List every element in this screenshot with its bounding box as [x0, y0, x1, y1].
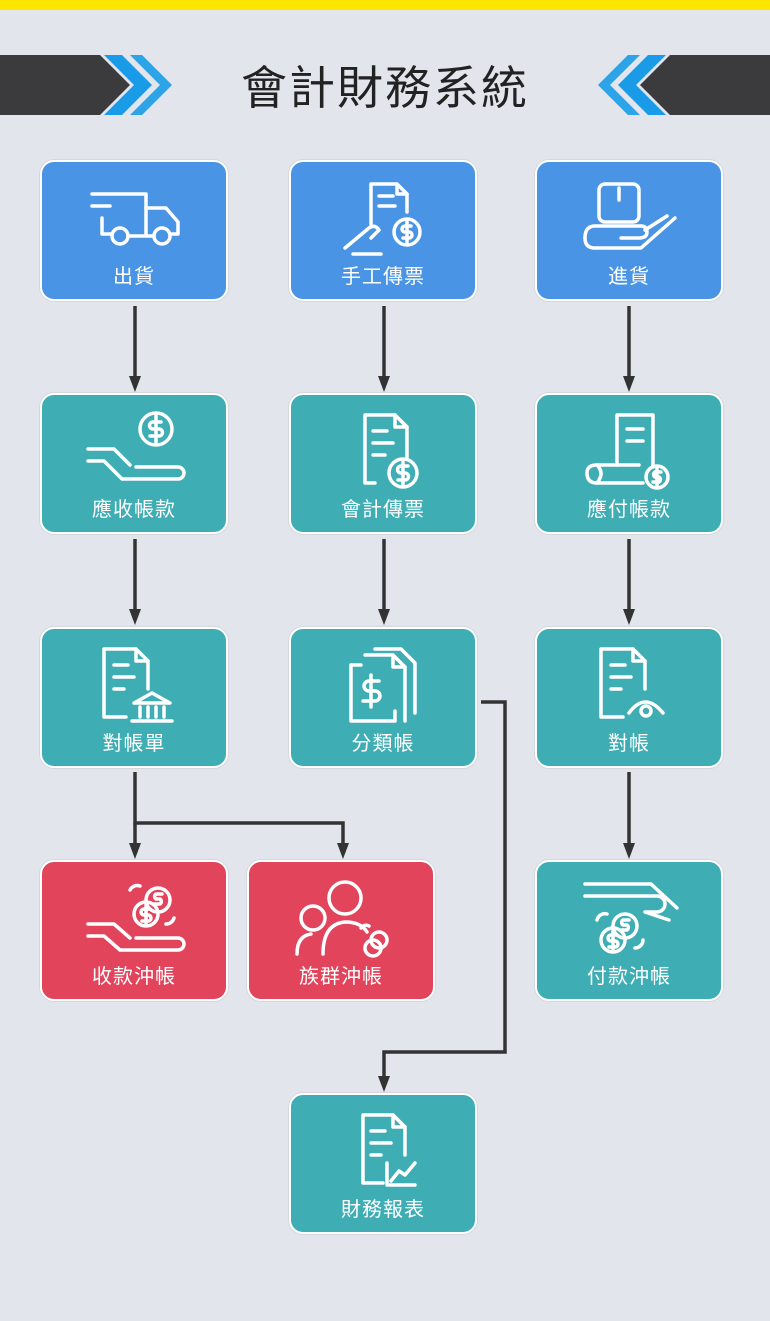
documents-dollar-icon — [349, 647, 417, 723]
node-ledger[interactable]: 分類帳 — [289, 627, 477, 768]
node-label: 對帳單 — [102, 731, 166, 755]
node-label: 分類帳 — [351, 731, 415, 755]
node-label: 付款沖帳 — [587, 964, 671, 988]
hand-coin-icon — [86, 411, 186, 481]
node-label: 出貨 — [113, 264, 155, 288]
node-financial-report[interactable]: 財務報表 — [289, 1093, 477, 1234]
accent-bar — [0, 0, 770, 10]
right-chevron-banner — [598, 55, 770, 115]
users-coins-icon — [295, 880, 389, 958]
document-bank-icon — [102, 647, 174, 723]
node-accounting-voucher[interactable]: 會計傳票 — [289, 393, 477, 534]
node-label: 財務報表 — [341, 1197, 425, 1221]
arrow-statement-to-writeoffs — [133, 772, 345, 845]
node-purchase[interactable]: 進貨 — [535, 160, 723, 301]
node-label: 對帳 — [608, 731, 650, 755]
node-payment-writeoff[interactable]: 付款沖帳 — [535, 860, 723, 1001]
node-statement[interactable]: 對帳單 — [40, 627, 228, 768]
document-dollar-icon — [363, 413, 419, 489]
node-reconciliation[interactable]: 對帳 — [535, 627, 723, 768]
node-accounts-payable[interactable]: 應付帳款 — [535, 393, 723, 534]
node-accounts-receivable[interactable]: 應收帳款 — [40, 393, 228, 534]
truck-icon — [90, 192, 180, 246]
node-group-writeoff[interactable]: 族群沖帳 — [247, 860, 435, 1001]
node-receipt-writeoff[interactable]: 收款沖帳 — [40, 860, 228, 1001]
node-shipping[interactable]: 出貨 — [40, 160, 228, 301]
receipt-dollar-icon — [585, 413, 670, 490]
arrow-ledger-to-report — [382, 700, 507, 1078]
node-label: 應付帳款 — [587, 497, 671, 521]
hand-pay-coins-icon — [583, 882, 679, 954]
hand-box-icon — [583, 182, 677, 250]
node-label: 應收帳款 — [92, 497, 176, 521]
node-manual-voucher[interactable]: 手工傳票 — [289, 160, 477, 301]
node-label: 會計傳票 — [341, 497, 425, 521]
document-chart-icon — [361, 1113, 417, 1187]
hand-coins-exchange-icon — [86, 883, 186, 952]
page-title: 會計財務系統 — [241, 61, 529, 115]
node-label: 進貨 — [608, 264, 650, 288]
node-label: 族群沖帳 — [299, 964, 383, 988]
node-label: 手工傳票 — [341, 264, 425, 288]
hand-document-dollar-icon — [343, 182, 422, 256]
document-eye-icon — [599, 647, 665, 719]
node-label: 收款沖帳 — [92, 964, 176, 988]
left-chevron-banner — [0, 55, 172, 115]
